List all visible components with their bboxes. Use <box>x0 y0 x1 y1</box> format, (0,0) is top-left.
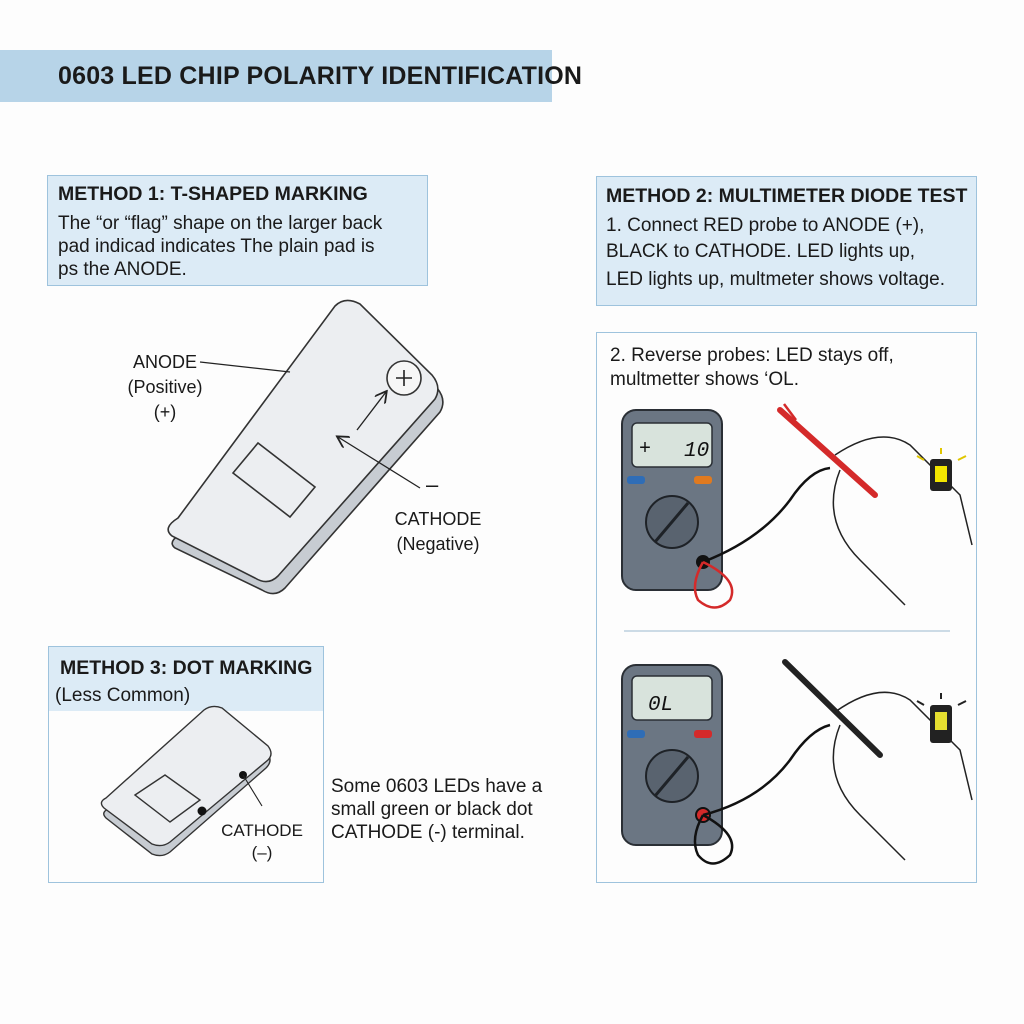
method2-step2-line-1: 2. Reverse probes: LED stays off, <box>610 345 894 366</box>
hand-1 <box>832 436 973 606</box>
method2-heading: METHOD 2: MULTIMETER DIODE TEST <box>606 185 968 207</box>
method1-box <box>47 175 428 286</box>
led-chip-dot <box>100 705 272 857</box>
method1-line-2: pad indicad indicates The plain pad is <box>58 236 375 257</box>
method3-heading: METHOD 3: DOT MARKING <box>60 657 313 679</box>
meter2-display-text: 0L <box>648 694 673 717</box>
dot-cathode-label-line-2: (–) <box>251 843 273 862</box>
anode-label: ANODE (Positive) (+) <box>115 350 215 425</box>
hand-2 <box>832 691 973 861</box>
anode-label-line-3: (+) <box>153 402 177 422</box>
dot-cathode-label: CATHODE (–) <box>212 820 312 864</box>
led-off <box>935 712 947 730</box>
method2-step1-line-3: LED lights up, multmeter shows voltage. <box>606 269 945 290</box>
method3-subheading: (Less Common) <box>55 685 191 706</box>
method3-side-line-2: small green or black dot <box>331 799 533 820</box>
led-chip-large <box>167 299 444 595</box>
method2-step1-line-2: BLACK to CATHODE. LED lights up, <box>606 241 916 262</box>
black-probe <box>782 659 883 758</box>
method3-side-line-1: Some 0603 LEDs have a <box>331 776 543 797</box>
method1-line-1: The “or “flag” shape on the larger back <box>58 213 383 234</box>
cathode-label-line-1: CATHODE <box>394 509 482 529</box>
meter1-value: 10 <box>684 440 709 463</box>
cathode-label-line-2: (Negative) <box>396 534 480 554</box>
anode-label-line-2: (Positive) <box>127 377 203 397</box>
meter2-value: 0L <box>648 694 673 717</box>
method1-line-3: ps the ANODE. <box>58 259 187 280</box>
multimeter-forward <box>621 403 973 609</box>
method2-step2-line-2: multmetter shows ‘OL. <box>610 369 799 390</box>
dot-cathode-label-line-1: CATHODE <box>221 821 303 840</box>
meter1-sign: + <box>639 438 651 461</box>
cathode-dot <box>197 806 207 816</box>
method2-step1-line-1: 1. Connect RED probe to ANODE (+), <box>606 215 925 236</box>
meter1-display-text: + 10 <box>639 438 709 463</box>
method3-side-line-3: CATHODE (-) terminal. <box>331 822 525 843</box>
multimeter-reverse <box>621 659 973 865</box>
page-title: 0603 LED CHIP POLARITY IDENTIFICATION <box>58 62 583 90</box>
anode-label-line-1: ANODE <box>132 352 197 372</box>
method3-head-band <box>49 647 323 711</box>
led-lit <box>935 466 947 482</box>
cathode-label: CATHODE (Negative) <box>378 507 498 557</box>
method1-heading: METHOD 1: T-SHAPED MARKING <box>58 183 368 205</box>
minus-symbol: – <box>426 472 439 497</box>
chip-pad <box>231 441 317 519</box>
method2-box <box>596 176 977 306</box>
title-bar <box>0 50 552 102</box>
red-probe <box>777 407 878 498</box>
